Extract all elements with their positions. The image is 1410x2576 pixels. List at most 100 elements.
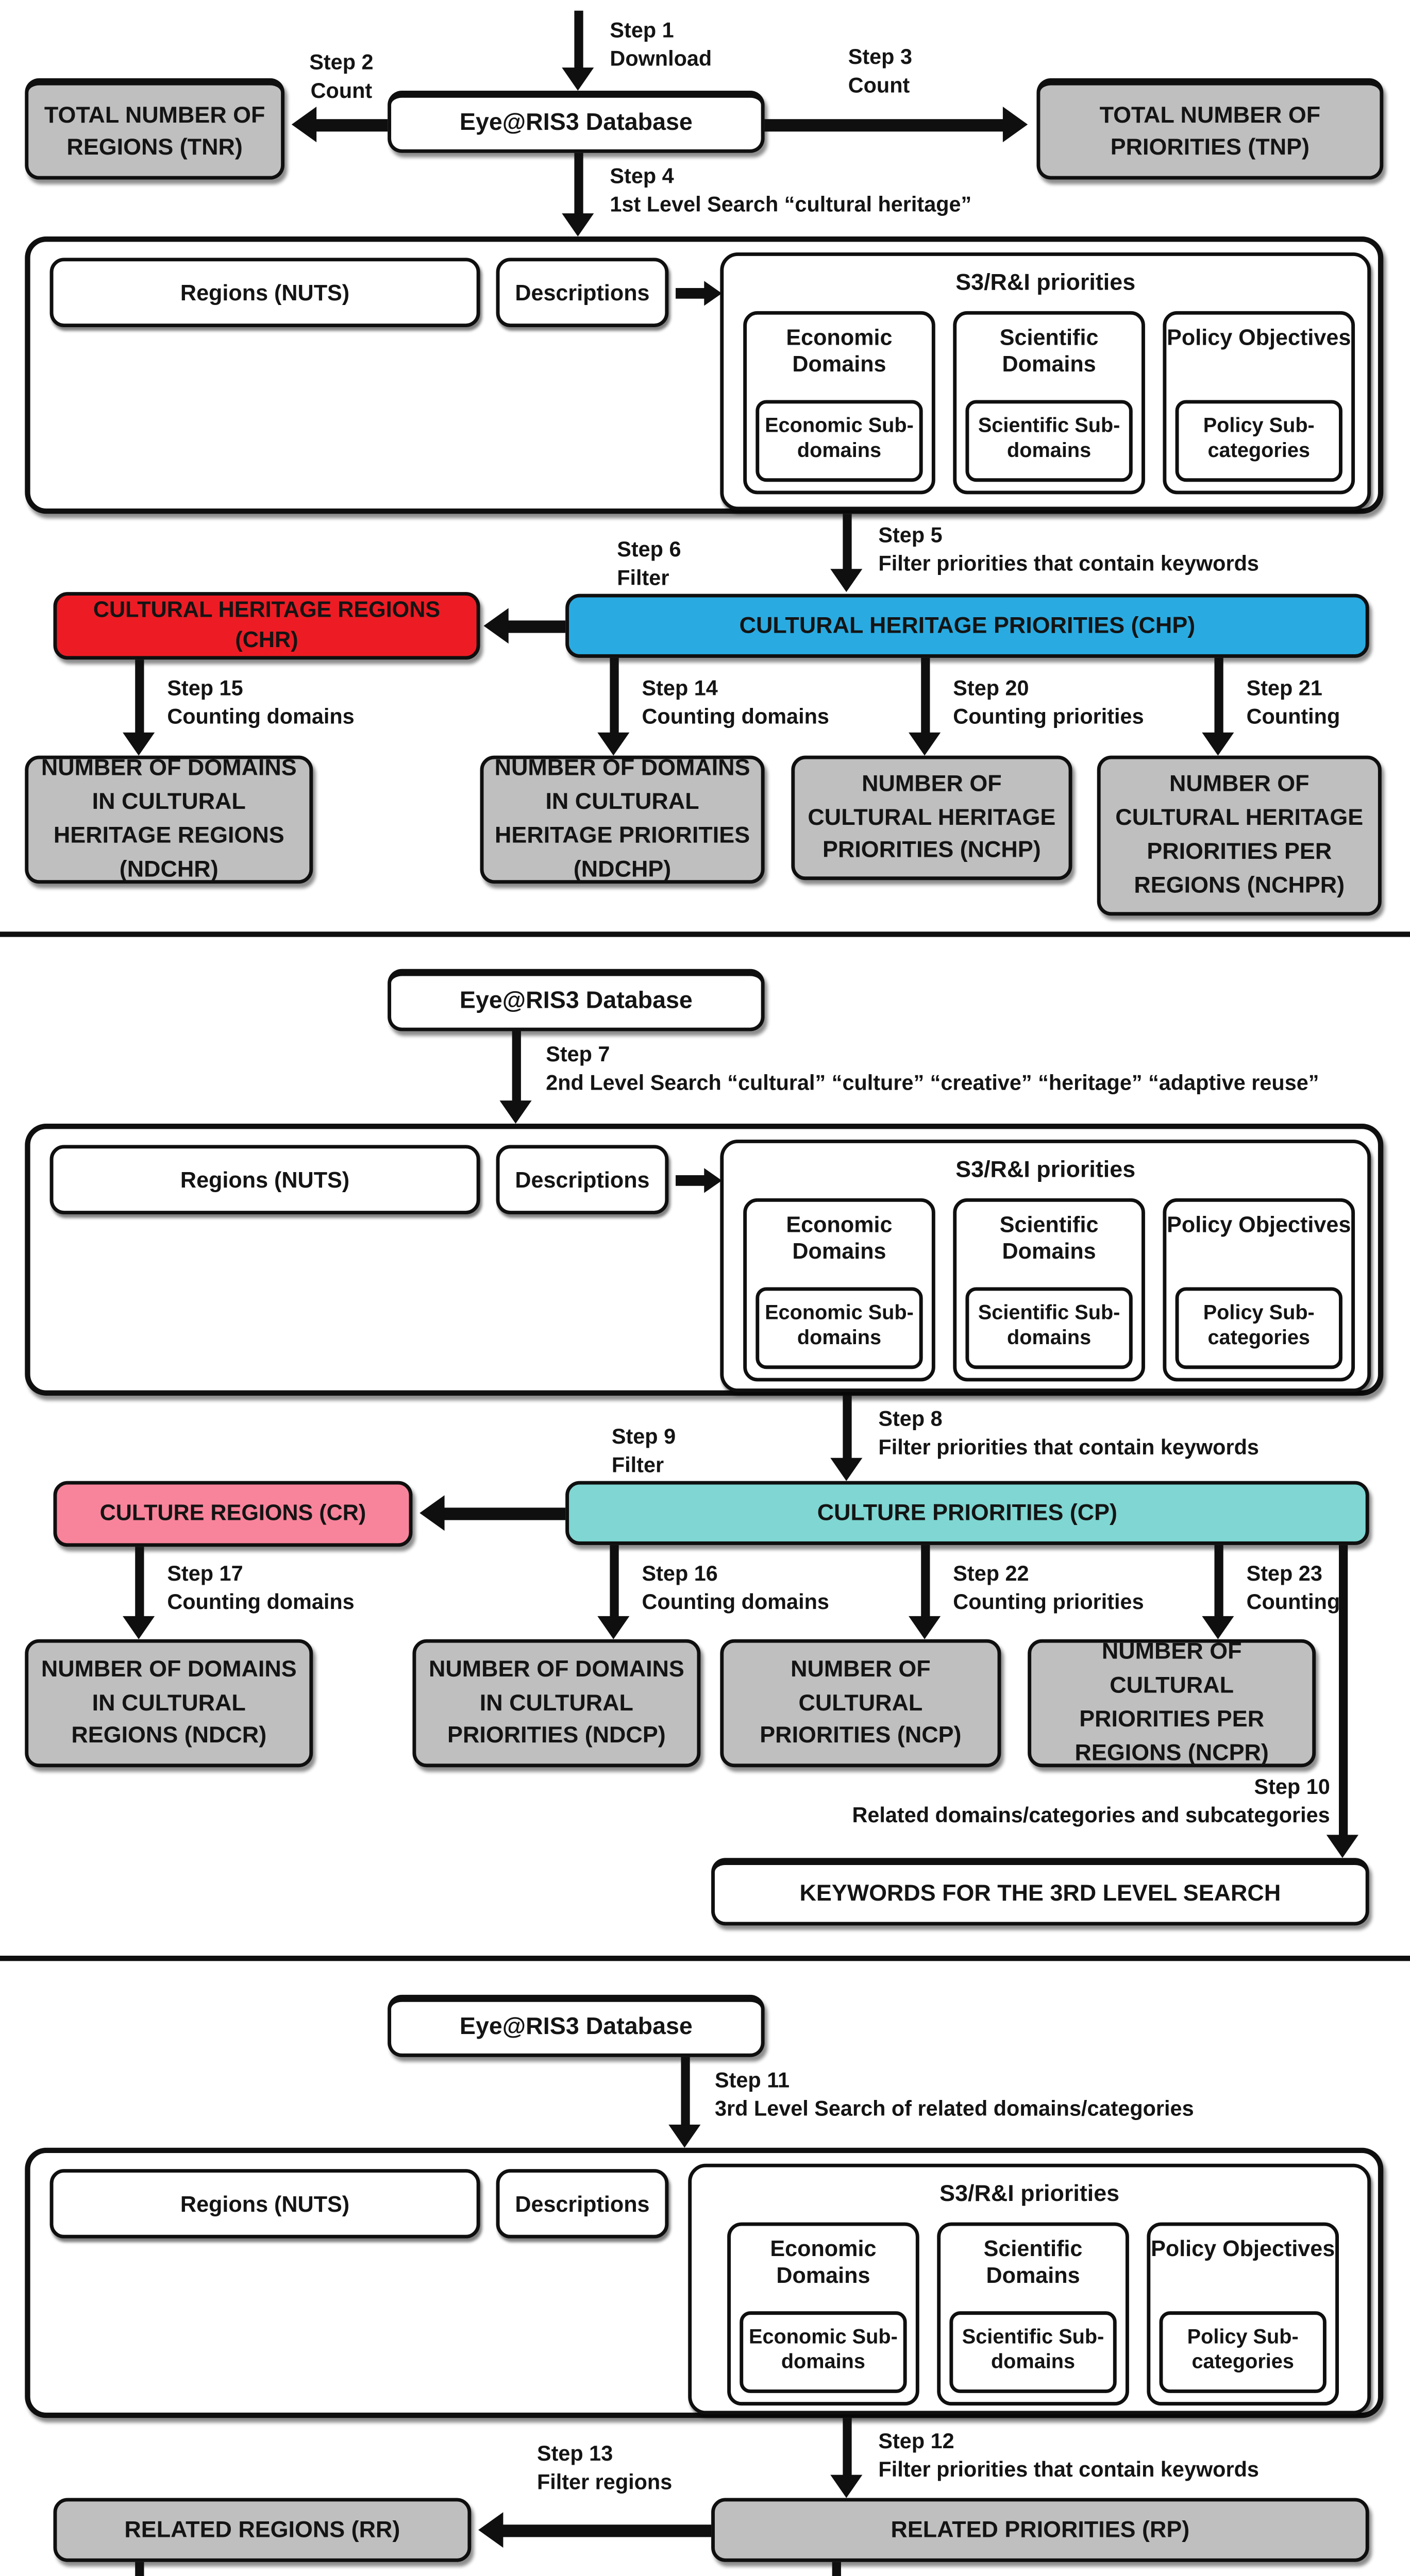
economic-domains-box-2: Economic Domains Economic Sub-domains [743, 1198, 935, 1382]
step-14-title: Step 14 [642, 675, 718, 701]
step-20-desc: Counting priorities [953, 704, 1144, 730]
scientific-domains-label-2: Scientific Domains [999, 1212, 1099, 1264]
nchpr-box: NUMBER OF CULTURAL HERITAGE PRIORITIES P… [1097, 755, 1382, 916]
step-1-arrow [562, 10, 596, 91]
step-21-title: Step 21 [1246, 675, 1322, 701]
ncp-box: NUMBER OF CULTURAL PRIORITIES (NCP) [720, 1639, 1001, 1768]
step-16-arrow [597, 1545, 631, 1639]
step-12-label: Step 12 Filter priorities that contain k… [878, 2427, 1259, 2484]
step-3-arrow [764, 107, 1028, 143]
step-5-label: Step 5 Filter priorities that contain ke… [878, 521, 1259, 579]
step-13-label: Step 13 Filter regions [537, 2439, 672, 2497]
policy-objectives-label-3: Policy Objectives [1151, 2236, 1335, 2262]
step-6-label: Step 6 Filter [617, 535, 681, 593]
step-22-title: Step 22 [953, 1561, 1029, 1586]
step-21-label: Step 21 Counting [1247, 674, 1340, 732]
step-17-label: Step 17 Counting domains [167, 1559, 354, 1617]
step-6-desc: Filter [617, 566, 669, 591]
step-22-desc: Counting priorities [953, 1589, 1144, 1615]
step-15-label: Step 15 Counting domains [167, 674, 354, 732]
economic-domains-label-3: Economic Domains [770, 2236, 877, 2289]
scientific-domains-label-1: Scientific Domains [999, 325, 1099, 377]
rp-box: RELATED PRIORITIES (RP) [711, 2498, 1369, 2562]
scientific-domains-box-2: Scientific Domains Scientific Sub-domain… [953, 1198, 1145, 1382]
policy-subcategories-box-3: Policy Sub-categories [1159, 2311, 1327, 2393]
ndcr-box: NUMBER OF DOMAINS IN CULTURAL REGIONS (N… [25, 1639, 313, 1768]
s3-priorities-title-2: S3/R&I priorities [955, 1156, 1136, 1182]
database-box-1: Eye@RIS3 Database [388, 90, 765, 153]
scientific-domains-label-3: Scientific Domains [983, 2236, 1083, 2289]
step-10-desc: Related domains/categories and subcatego… [852, 1803, 1330, 1828]
rr-box: RELATED REGIONS (RR) [53, 2498, 472, 2562]
tnr-box: TOTAL NUMBER OF REGIONS (TNR) [25, 78, 285, 180]
search-container-1: Regions (NUTS) Descriptions S3/R&I prior… [25, 236, 1384, 514]
policy-subcategories-box-2: Policy Sub-categories [1175, 1287, 1342, 1369]
step-3-title: Step 3 [848, 44, 913, 70]
section-divider-1 [0, 931, 1410, 937]
search-container-2: Regions (NUTS) Descriptions S3/R&I prior… [25, 1123, 1384, 1396]
step-6-arrow [483, 608, 566, 644]
descriptions-to-priorities-arrow-1 [676, 281, 722, 306]
step-14-desc: Counting domains [642, 704, 829, 730]
step-9-arrow [419, 1495, 566, 1531]
step-14-arrow [597, 657, 631, 756]
policy-objectives-box-3: Policy Objectives Policy Sub-categories [1147, 2222, 1339, 2406]
step-21-arrow [1202, 657, 1236, 756]
economic-subdomains-box-2: Economic Sub-domains [756, 1287, 923, 1369]
economic-subdomains-box-3: Economic Sub-domains [740, 2311, 907, 2393]
step-5-arrow [830, 514, 864, 592]
keywords-box: KEYWORDS FOR THE 3RD LEVEL SEARCH [711, 1858, 1369, 1926]
step-14-label: Step 14 Counting domains [642, 674, 829, 732]
step-5-desc: Filter priorities that contain keywords [878, 551, 1259, 577]
step-17-arrow [123, 1547, 157, 1639]
ndchr-box: NUMBER OF DOMAINS IN CULTURAL HERITAGE R… [25, 754, 313, 884]
step-2-arrow [291, 107, 388, 143]
cp-box: CULTURE PRIORITIES (CP) [565, 1481, 1369, 1545]
step-11-label: Step 11 3rd Level Search of related doma… [715, 2066, 1194, 2124]
step-4-arrow [562, 152, 596, 236]
chp-box: CULTURAL HERITAGE PRIORITIES (CHP) [565, 594, 1369, 658]
scientific-subdomains-box-2: Scientific Sub-domains [965, 1287, 1133, 1369]
ndchp-box: NUMBER OF DOMAINS IN CULTURAL HERITAGE P… [480, 754, 765, 884]
s3-priorities-box-3: S3/R&I priorities Economic Domains Econo… [688, 2163, 1371, 2415]
step-11-desc: 3rd Level Search of related domains/cate… [714, 2096, 1194, 2122]
nchp-box: NUMBER OF CULTURAL HERITAGE PRIORITIES (… [791, 755, 1072, 880]
step-12-desc: Filter priorities that contain keywords [878, 2457, 1259, 2483]
step-16-title: Step 16 [642, 1561, 718, 1586]
section-divider-2 [0, 1955, 1410, 1961]
descriptions-box-1: Descriptions [496, 258, 669, 327]
scientific-domains-box-3: Scientific Domains Scientific Sub-domain… [937, 2222, 1129, 2406]
step-19-arrow [123, 2562, 157, 2576]
step-20-title: Step 20 [953, 675, 1029, 701]
step-10-title: Step 10 [1254, 1774, 1330, 1800]
tnp-box: TOTAL NUMBER OF PRIORITIES (TNP) [1036, 78, 1384, 180]
regions-nuts-box-2: Regions (NUTS) [49, 1145, 480, 1214]
step-9-desc: Filter [611, 1453, 664, 1478]
step-1-desc: Download [610, 46, 712, 72]
step-1-title: Step 1 [610, 18, 674, 43]
step-4-title: Step 4 [610, 163, 674, 189]
database-box-2: Eye@RIS3 Database [388, 969, 765, 1031]
step-10-arrow [1326, 1545, 1361, 1858]
step-20-arrow [909, 657, 943, 756]
cr-box: CULTURE REGIONS (CR) [53, 1481, 413, 1547]
step-4-desc: 1st Level Search “cultural heritage” [610, 192, 972, 217]
economic-domains-box-1: Economic Domains Economic Sub-domains [743, 311, 935, 495]
step-23-desc: Counting [1246, 1589, 1340, 1615]
step-22-label: Step 22 Counting priorities [953, 1559, 1144, 1617]
s3-priorities-box-1: S3/R&I priorities Economic Domains Econo… [720, 252, 1371, 511]
step-23-title: Step 23 [1246, 1561, 1322, 1586]
policy-objectives-label-1: Policy Objectives [1167, 325, 1351, 350]
step-16-label: Step 16 Counting domains [642, 1559, 829, 1617]
step-16-desc: Counting domains [642, 1589, 829, 1615]
step-15-title: Step 15 [167, 675, 243, 701]
step-13-arrow [478, 2512, 712, 2548]
step-11-title: Step 11 [714, 2067, 790, 2093]
scientific-subdomains-box-3: Scientific Sub-domains [949, 2311, 1117, 2393]
step-7-desc: 2nd Level Search “cultural” “culture” “c… [546, 1071, 1319, 1096]
policy-objectives-box-2: Policy Objectives Policy Sub-categories [1163, 1198, 1355, 1382]
step-8-arrow [830, 1395, 864, 1481]
policy-objectives-box-1: Policy Objectives Policy Sub-categories [1163, 311, 1355, 495]
step-18-arrow [820, 2562, 854, 2576]
economic-domains-box-3: Economic Domains Economic Sub-domains [727, 2222, 919, 2406]
